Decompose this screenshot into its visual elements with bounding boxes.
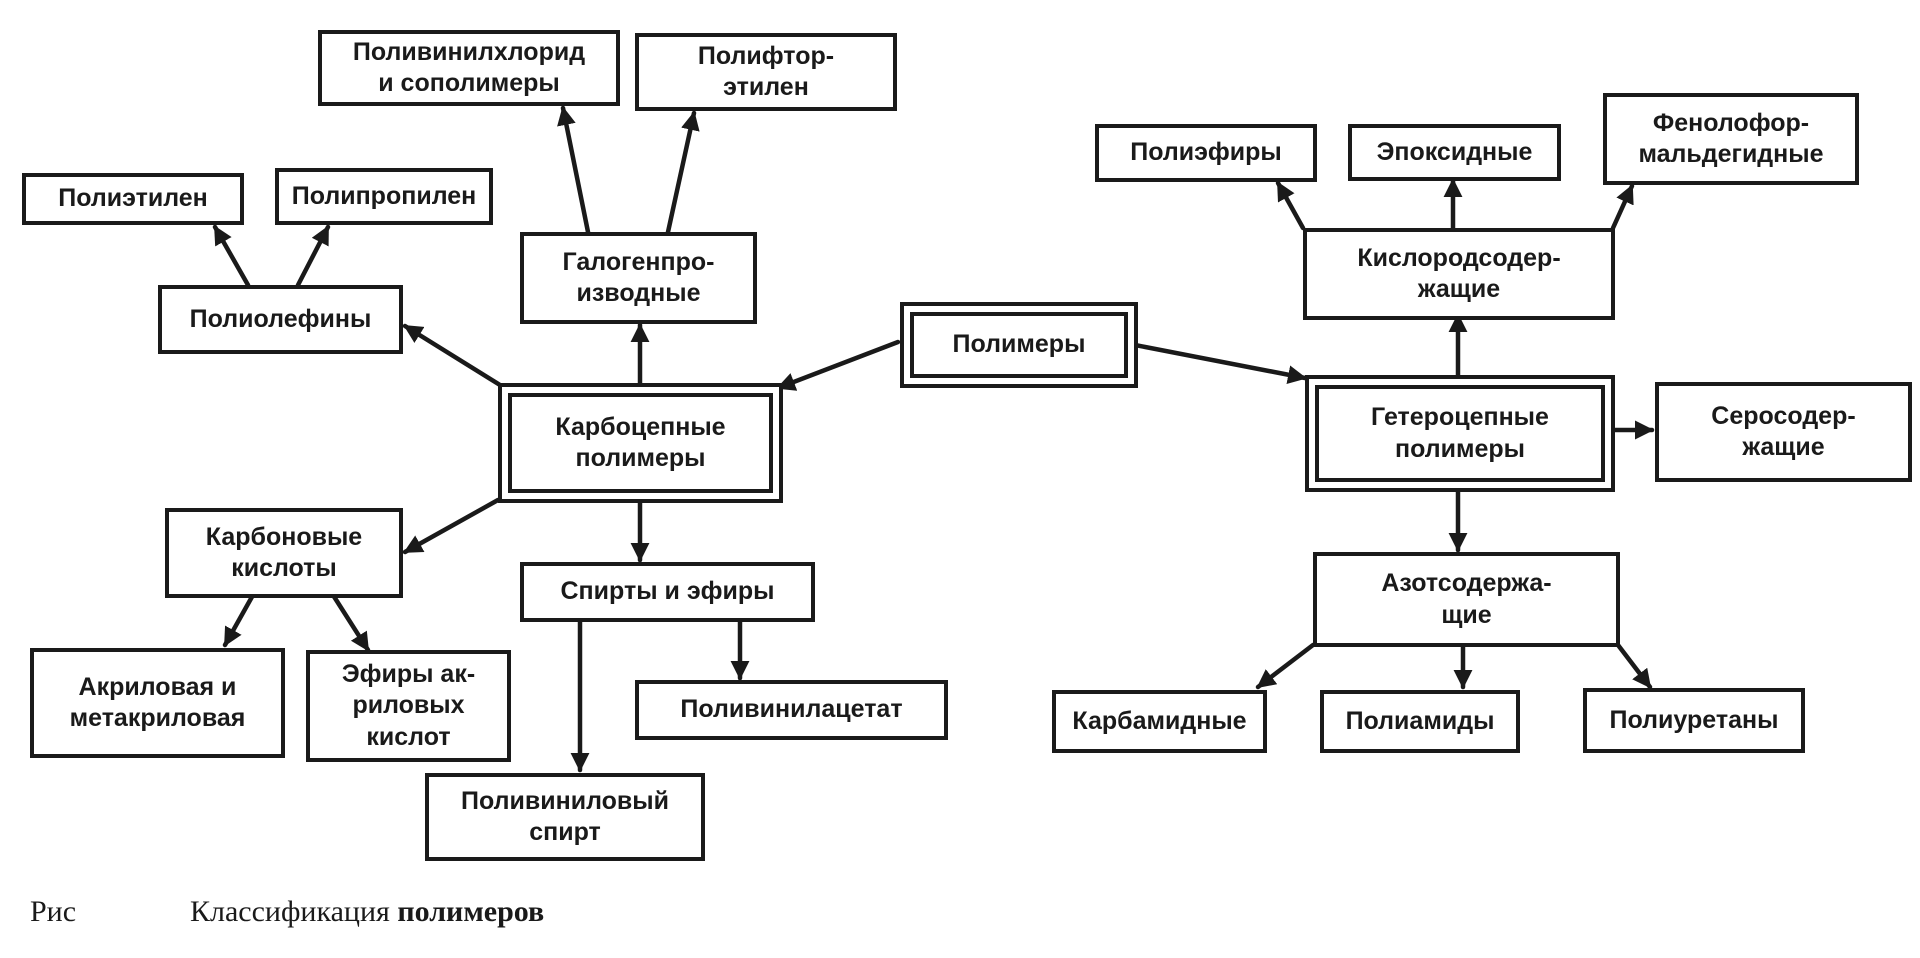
arrow-carbon-to-polyolefins [402, 323, 503, 388]
node-acrylic-esters: Эфиры ак- риловых кислот [306, 650, 511, 762]
node-carbon-chain: Карбоцепные полимеры [498, 383, 783, 503]
caption-text: Классификация [190, 895, 398, 928]
node-hetero-chain: Гетероцепные полимеры [1305, 375, 1615, 492]
node-sulfur-containing: Серосодер- жащие [1655, 382, 1912, 482]
node-pvc-copolymers: Поливинилхлорид и сополимеры [318, 30, 620, 106]
node-halogen-derivatives: Галогенпро- изводные [520, 232, 757, 324]
node-polyvinyl-alcohol: Поливиниловый спирт [425, 773, 705, 861]
node-polymers: Полимеры [900, 302, 1138, 388]
arrow-root-to-hetero [1132, 342, 1308, 385]
arrow-halogen-to-pvc [557, 105, 591, 235]
arrow-polyolefins-to-polyethylene [212, 224, 251, 288]
node-oxygen-containing: Кислородсодер- жащие [1303, 228, 1615, 320]
arrow-oxygen-to-phenol [1610, 183, 1635, 231]
node-carbamide: Карбамидные [1052, 690, 1267, 753]
arrow-oxygen-to-polyesters [1275, 180, 1306, 231]
figure-caption: Рис Классификация полимеров [30, 895, 544, 929]
node-polyolefins: Полиолефины [158, 285, 403, 354]
arrow-nitrogen-to-carbamide [1255, 642, 1316, 690]
node-acrylic-methacrylic: Акриловая и метакриловая [30, 648, 285, 758]
node-polyfluoroethylene: Полифтор- этилен [635, 33, 897, 111]
arrow-carbon-to-carboxylic [402, 497, 501, 555]
arrow-root-to-carbon [775, 339, 901, 391]
node-polyamides: Полиамиды [1320, 690, 1520, 753]
node-polyesters: Полиэфиры [1095, 124, 1317, 182]
arrow-polyolefins-to-polypropylene [295, 224, 331, 288]
node-phenol-formaldehyde: Фенолофор- мальдегидные [1603, 93, 1859, 185]
node-carboxylic-acids: Карбоновые кислоты [165, 508, 403, 598]
node-polyethylene: Полиэтилен [22, 173, 244, 225]
node-alcohols-ethers: Спирты и эфиры [520, 562, 815, 622]
node-polypropylene: Полипропилен [275, 168, 493, 225]
arrow-nitrogen-to-polyurethanes [1615, 642, 1653, 690]
arrow-carboxylic-to-acrylic [222, 592, 256, 648]
node-nitrogen-containing: Азотсодержа- щие [1313, 552, 1620, 647]
arrow-carboxylic-to-esters [330, 592, 371, 653]
caption-label: Рис [30, 895, 77, 928]
node-polyurethanes: Полиуретаны [1583, 688, 1805, 753]
node-epoxy: Эпоксидные [1348, 124, 1561, 181]
arrow-halogen-to-fluoro [665, 110, 700, 235]
caption-text-bold: полимеров [397, 895, 545, 928]
node-polyvinyl-acetate: Поливинилацетат [635, 680, 948, 740]
